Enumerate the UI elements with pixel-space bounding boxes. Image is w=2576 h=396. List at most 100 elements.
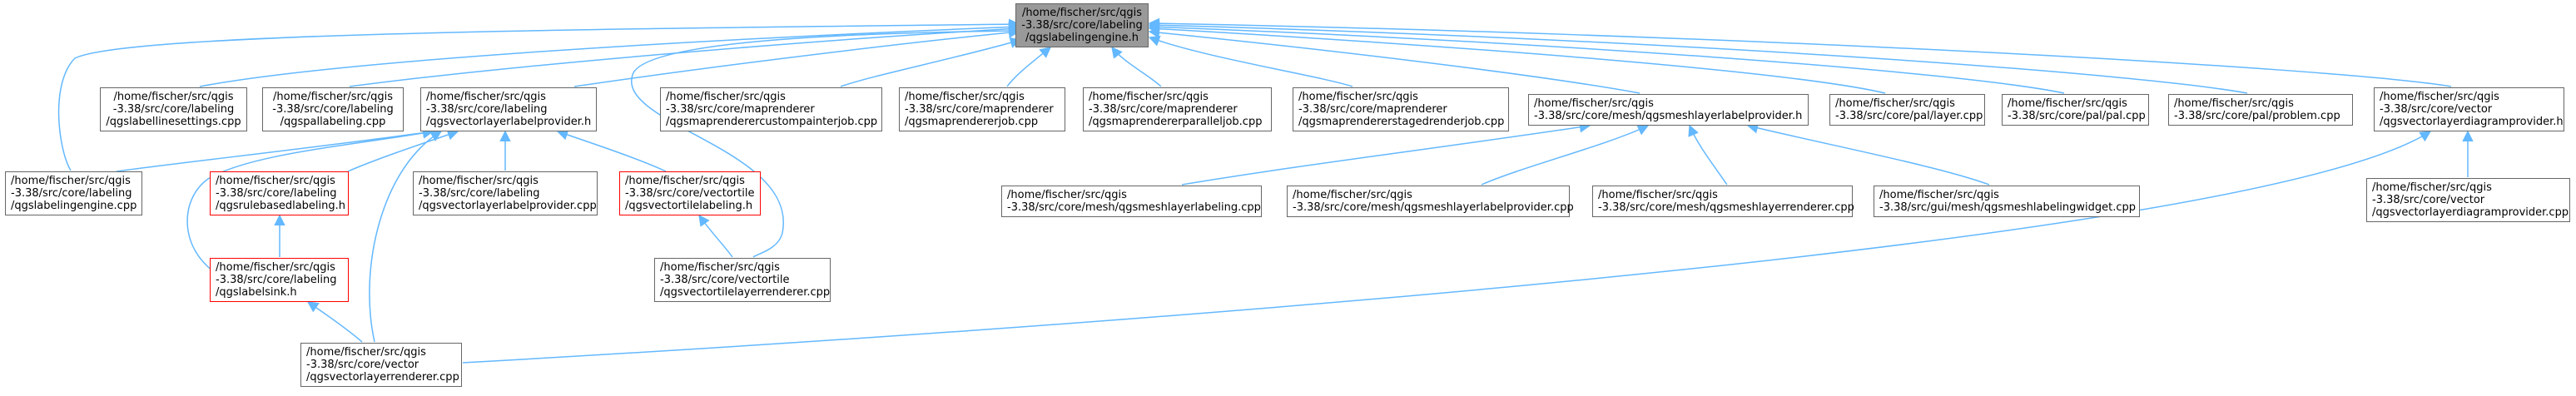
- node-qgsvectorlayerdiagramprovider-cpp[interactable]: /home/fischer/src/qgis -3.38/src/core/ve…: [2366, 178, 2570, 222]
- edge-n12-n19: [462, 131, 2432, 364]
- node-line: -3.38/src/core/labeling: [216, 187, 337, 200]
- edge-n8-n21: [1481, 125, 1650, 186]
- node-line: -3.38/src/core/labeling: [112, 103, 235, 116]
- node-line: -3.38/src/core/mesh/qgsmeshlayerlabeling…: [1007, 201, 1261, 214]
- node-line: -3.38/src/core/vector: [2372, 194, 2485, 206]
- node-line: -3.38/src/core/labeling: [426, 103, 548, 116]
- node-pal-problem-cpp[interactable]: /home/fischer/src/qgis -3.38/src/core/pa…: [2168, 94, 2353, 126]
- edge-n3-n19: [369, 131, 443, 343]
- node-line: /home/fischer/src/qgis: [1598, 189, 1718, 201]
- node-line: -3.38/src/core/maprenderer: [1089, 103, 1238, 116]
- node-line: /home/fischer/src/qgis: [666, 91, 786, 103]
- edge-n3-n13: [116, 127, 434, 172]
- node-pal-layer-cpp[interactable]: /home/fischer/src/qgis -3.38/src/core/pa…: [1829, 94, 1985, 126]
- node-qgslabelsink-h[interactable]: /home/fischer/src/qgis -3.38/src/core/la…: [210, 258, 349, 302]
- node-line: /qgslabellinesettings.cpp: [106, 116, 241, 128]
- edge-n17-n19: [306, 301, 363, 343]
- node-qgsvectorlayerrenderer-cpp[interactable]: /home/fischer/src/qgis -3.38/src/core/ve…: [300, 343, 462, 387]
- node-line: -3.38/src/core/mesh/qgsmeshlayerrenderer…: [1598, 201, 1854, 214]
- node-line: /qgsvectorlayerdiagramprovider.cpp: [2372, 206, 2569, 219]
- node-line: /home/fischer/src/qgis: [625, 175, 745, 187]
- edge-root-n12: [1148, 17, 2452, 87]
- node-line: /qgsrulebasedlabeling.h: [216, 200, 346, 212]
- node-line: /home/fischer/src/qgis: [273, 91, 393, 103]
- node-line: /home/fischer/src/qgis: [660, 261, 780, 274]
- node-qgslabelingengine-h[interactable]: /home/fischer/src/qgis -3.38/src/core/la…: [1015, 3, 1149, 47]
- node-line: -3.38/src/core/mesh/qgsmeshlayerlabelpro…: [1293, 201, 1574, 214]
- node-line: /home/fischer/src/qgis: [2008, 97, 2127, 110]
- node-qgsvectorlayerlabelprovider-h[interactable]: /home/fischer/src/qgis -3.38/src/core/la…: [420, 87, 597, 131]
- node-line: /qgslabelsink.h: [216, 286, 297, 299]
- node-qgsmaprendererjob-cpp[interactable]: /home/fischer/src/qgis -3.38/src/core/ma…: [899, 87, 1065, 131]
- node-qgsvectortilelayerrenderer-cpp[interactable]: /home/fischer/src/qgis -3.38/src/core/ve…: [654, 258, 831, 302]
- node-line: /qgslabelingengine.cpp: [11, 200, 137, 212]
- edge-n3-n14: [347, 129, 459, 172]
- node-line: /home/fischer/src/qgis: [1298, 91, 1418, 103]
- node-qgsmaprendererstagedrenderjob-cpp[interactable]: /home/fischer/src/qgis -3.38/src/core/ma…: [1293, 87, 1509, 131]
- edge-root-n13: [57, 18, 1020, 171]
- node-qgsvectorlayerlabelprovider-cpp[interactable]: /home/fischer/src/qgis -3.38/src/core/la…: [413, 171, 598, 215]
- edge-n8-n20: [1181, 121, 1591, 186]
- node-line: /home/fischer/src/qgis: [2174, 97, 2294, 110]
- node-line: /home/fischer/src/qgis: [2380, 91, 2499, 103]
- edge-root-n4: [840, 37, 1022, 87]
- node-line: /qgsvectorlayerlabelprovider.h: [426, 116, 592, 128]
- edge-root-n5: [1006, 47, 1052, 87]
- edge-n8-n23: [1746, 122, 1990, 186]
- node-line: /qgsmaprenderercustompainterjob.cpp: [666, 116, 878, 128]
- node-line: /home/fischer/src/qgis: [426, 91, 546, 103]
- node-qgsrulebasedlabeling-h[interactable]: /home/fischer/src/qgis -3.38/src/core/la…: [210, 171, 349, 215]
- node-qgsvectortilelabeling-h[interactable]: /home/fischer/src/qgis -3.38/src/core/ve…: [619, 171, 761, 215]
- node-qgslabelingengine-cpp[interactable]: /home/fischer/src/qgis -3.38/src/core/la…: [5, 171, 142, 215]
- node-line: -3.38/src/core/labeling: [1021, 19, 1143, 32]
- node-line: -3.38/src/core/maprenderer: [905, 103, 1054, 116]
- node-line: -3.38/src/core/vector: [2380, 103, 2493, 116]
- node-qgsmeshlayerrenderer-cpp[interactable]: /home/fischer/src/qgis -3.38/src/core/me…: [1592, 186, 1854, 217]
- node-line: -3.38/src/core/vectortile: [625, 187, 755, 200]
- node-line: -3.38/src/core/pal/pal.cpp: [2008, 110, 2146, 122]
- node-line: -3.38/src/core/maprenderer: [666, 103, 815, 116]
- node-line: /qgspallabeling.cpp: [280, 116, 386, 128]
- node-line: /home/fischer/src/qgis: [1089, 91, 1209, 103]
- node-line: /home/fischer/src/qgis: [1879, 189, 1999, 201]
- node-line: /home/fischer/src/qgis: [1293, 189, 1412, 201]
- node-line: -3.38/src/core/labeling: [419, 187, 540, 200]
- node-line: /home/fischer/src/qgis: [11, 175, 131, 187]
- edge-root-n3: [573, 27, 1020, 87]
- node-qgsmeshlayerlabelprovider-h[interactable]: /home/fischer/src/qgis -3.38/src/core/me…: [1528, 94, 1809, 126]
- node-line: -3.38/src/core/vector: [306, 359, 419, 371]
- node-qgspallabeling-cpp[interactable]: /home/fischer/src/qgis -3.38/src/core/la…: [262, 87, 404, 131]
- node-pal-pal-cpp[interactable]: /home/fischer/src/qgis -3.38/src/core/pa…: [2002, 94, 2149, 126]
- node-line: -3.38/src/core/mesh/qgsmeshlayerlabelpro…: [1534, 110, 1803, 122]
- node-line: /qgslabelingengine.h: [1025, 32, 1139, 44]
- node-line: /qgsvectortilelayerrenderer.cpp: [660, 286, 831, 299]
- node-line: /qgsmaprendererparalleljob.cpp: [1089, 116, 1263, 128]
- edge-root-n10: [1148, 21, 2065, 94]
- node-qgslabellinesettings-cpp[interactable]: /home/fischer/src/qgis -3.38/src/core/la…: [100, 87, 247, 131]
- edge-n16-n18: [698, 214, 733, 258]
- node-line: /home/fischer/src/qgis: [1022, 7, 1142, 19]
- edge-root-n18: [630, 25, 1022, 258]
- edge-root-n6: [1111, 46, 1162, 87]
- node-qgsmaprenderercustompainterjob-cpp[interactable]: /home/fischer/src/qgis -3.38/src/core/ma…: [660, 87, 882, 131]
- node-line: -3.38/src/core/pal/problem.cpp: [2174, 110, 2340, 122]
- node-qgsvectorlayerdiagramprovider-h[interactable]: /home/fischer/src/qgis -3.38/src/core/ve…: [2374, 87, 2564, 131]
- edge-root-n11: [1148, 19, 2248, 94]
- edge-root-n1: [199, 21, 1020, 87]
- node-line: /qgsvectorlayerdiagramprovider.h: [2380, 116, 2564, 128]
- node-line: -3.38/src/core/labeling: [216, 274, 337, 286]
- node-line: /home/fischer/src/qgis: [905, 91, 1025, 103]
- node-qgsmeshlayerlabeling-cpp[interactable]: /home/fischer/src/qgis -3.38/src/core/me…: [1001, 186, 1262, 217]
- node-line: -3.38/src/core/pal/layer.cpp: [1835, 110, 1983, 122]
- node-qgsmeshlabelingwidget-cpp[interactable]: /home/fischer/src/qgis -3.38/src/gui/mes…: [1874, 186, 2140, 217]
- node-line: /home/fischer/src/qgis: [2372, 181, 2492, 194]
- node-line: /home/fischer/src/qgis: [216, 261, 335, 274]
- node-line: /qgsmaprendererstagedrenderjob.cpp: [1298, 116, 1505, 128]
- node-line: -3.38/src/core/labeling: [11, 187, 132, 200]
- node-line: /qgsvectorlayerrenderer.cpp: [306, 371, 459, 384]
- node-line: -3.38/src/core/labeling: [272, 103, 394, 116]
- node-qgsmeshlayerlabelprovider-cpp[interactable]: /home/fischer/src/qgis -3.38/src/core/me…: [1287, 186, 1574, 217]
- node-qgsmaprendererparalleljob-cpp[interactable]: /home/fischer/src/qgis -3.38/src/core/ma…: [1083, 87, 1272, 131]
- node-line: /qgsmaprendererjob.cpp: [905, 116, 1039, 128]
- node-line: /qgsvectortilelabeling.h: [625, 200, 753, 212]
